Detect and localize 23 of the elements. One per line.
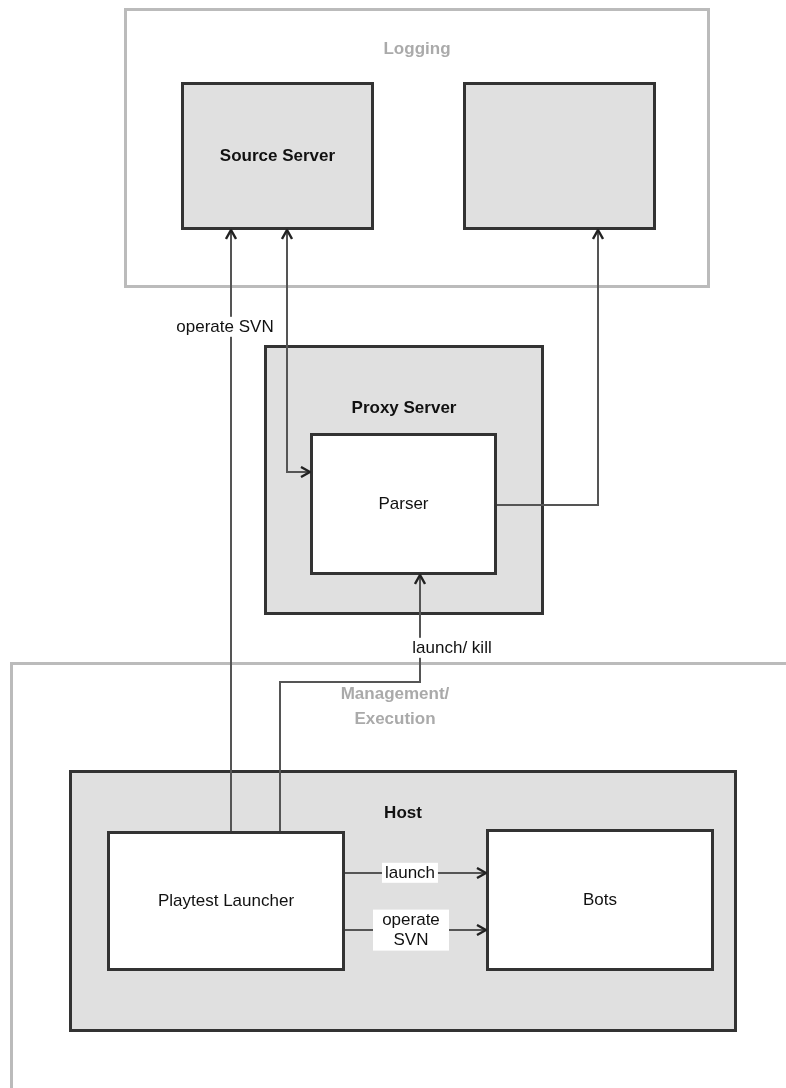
- server-box: [264, 345, 544, 615]
- box-title: Host: [383, 803, 423, 823]
- region-title: Management/ Execution: [339, 683, 451, 730]
- box-title: Bots: [582, 890, 618, 910]
- region-frame: [10, 662, 786, 1088]
- process-box: [486, 829, 714, 971]
- arrow: [279, 573, 427, 832]
- box-title: Proxy Server: [350, 398, 458, 418]
- host-box: [69, 770, 737, 1032]
- edge-label: launch: [381, 862, 439, 884]
- arrow: [224, 228, 238, 832]
- process-box: [310, 433, 497, 575]
- box-title: Parser: [377, 494, 430, 514]
- process-box: [107, 831, 345, 971]
- server-box: [463, 82, 656, 230]
- region-frame: [124, 8, 710, 288]
- edge-label: operate SVN: [373, 909, 449, 951]
- region-title: Logging: [382, 39, 452, 59]
- arrow: [280, 228, 312, 479]
- box-title: Source Server: [218, 146, 337, 166]
- box-title: Playtest Launcher: [156, 891, 296, 911]
- arrow: [496, 228, 605, 506]
- server-box: [181, 82, 374, 230]
